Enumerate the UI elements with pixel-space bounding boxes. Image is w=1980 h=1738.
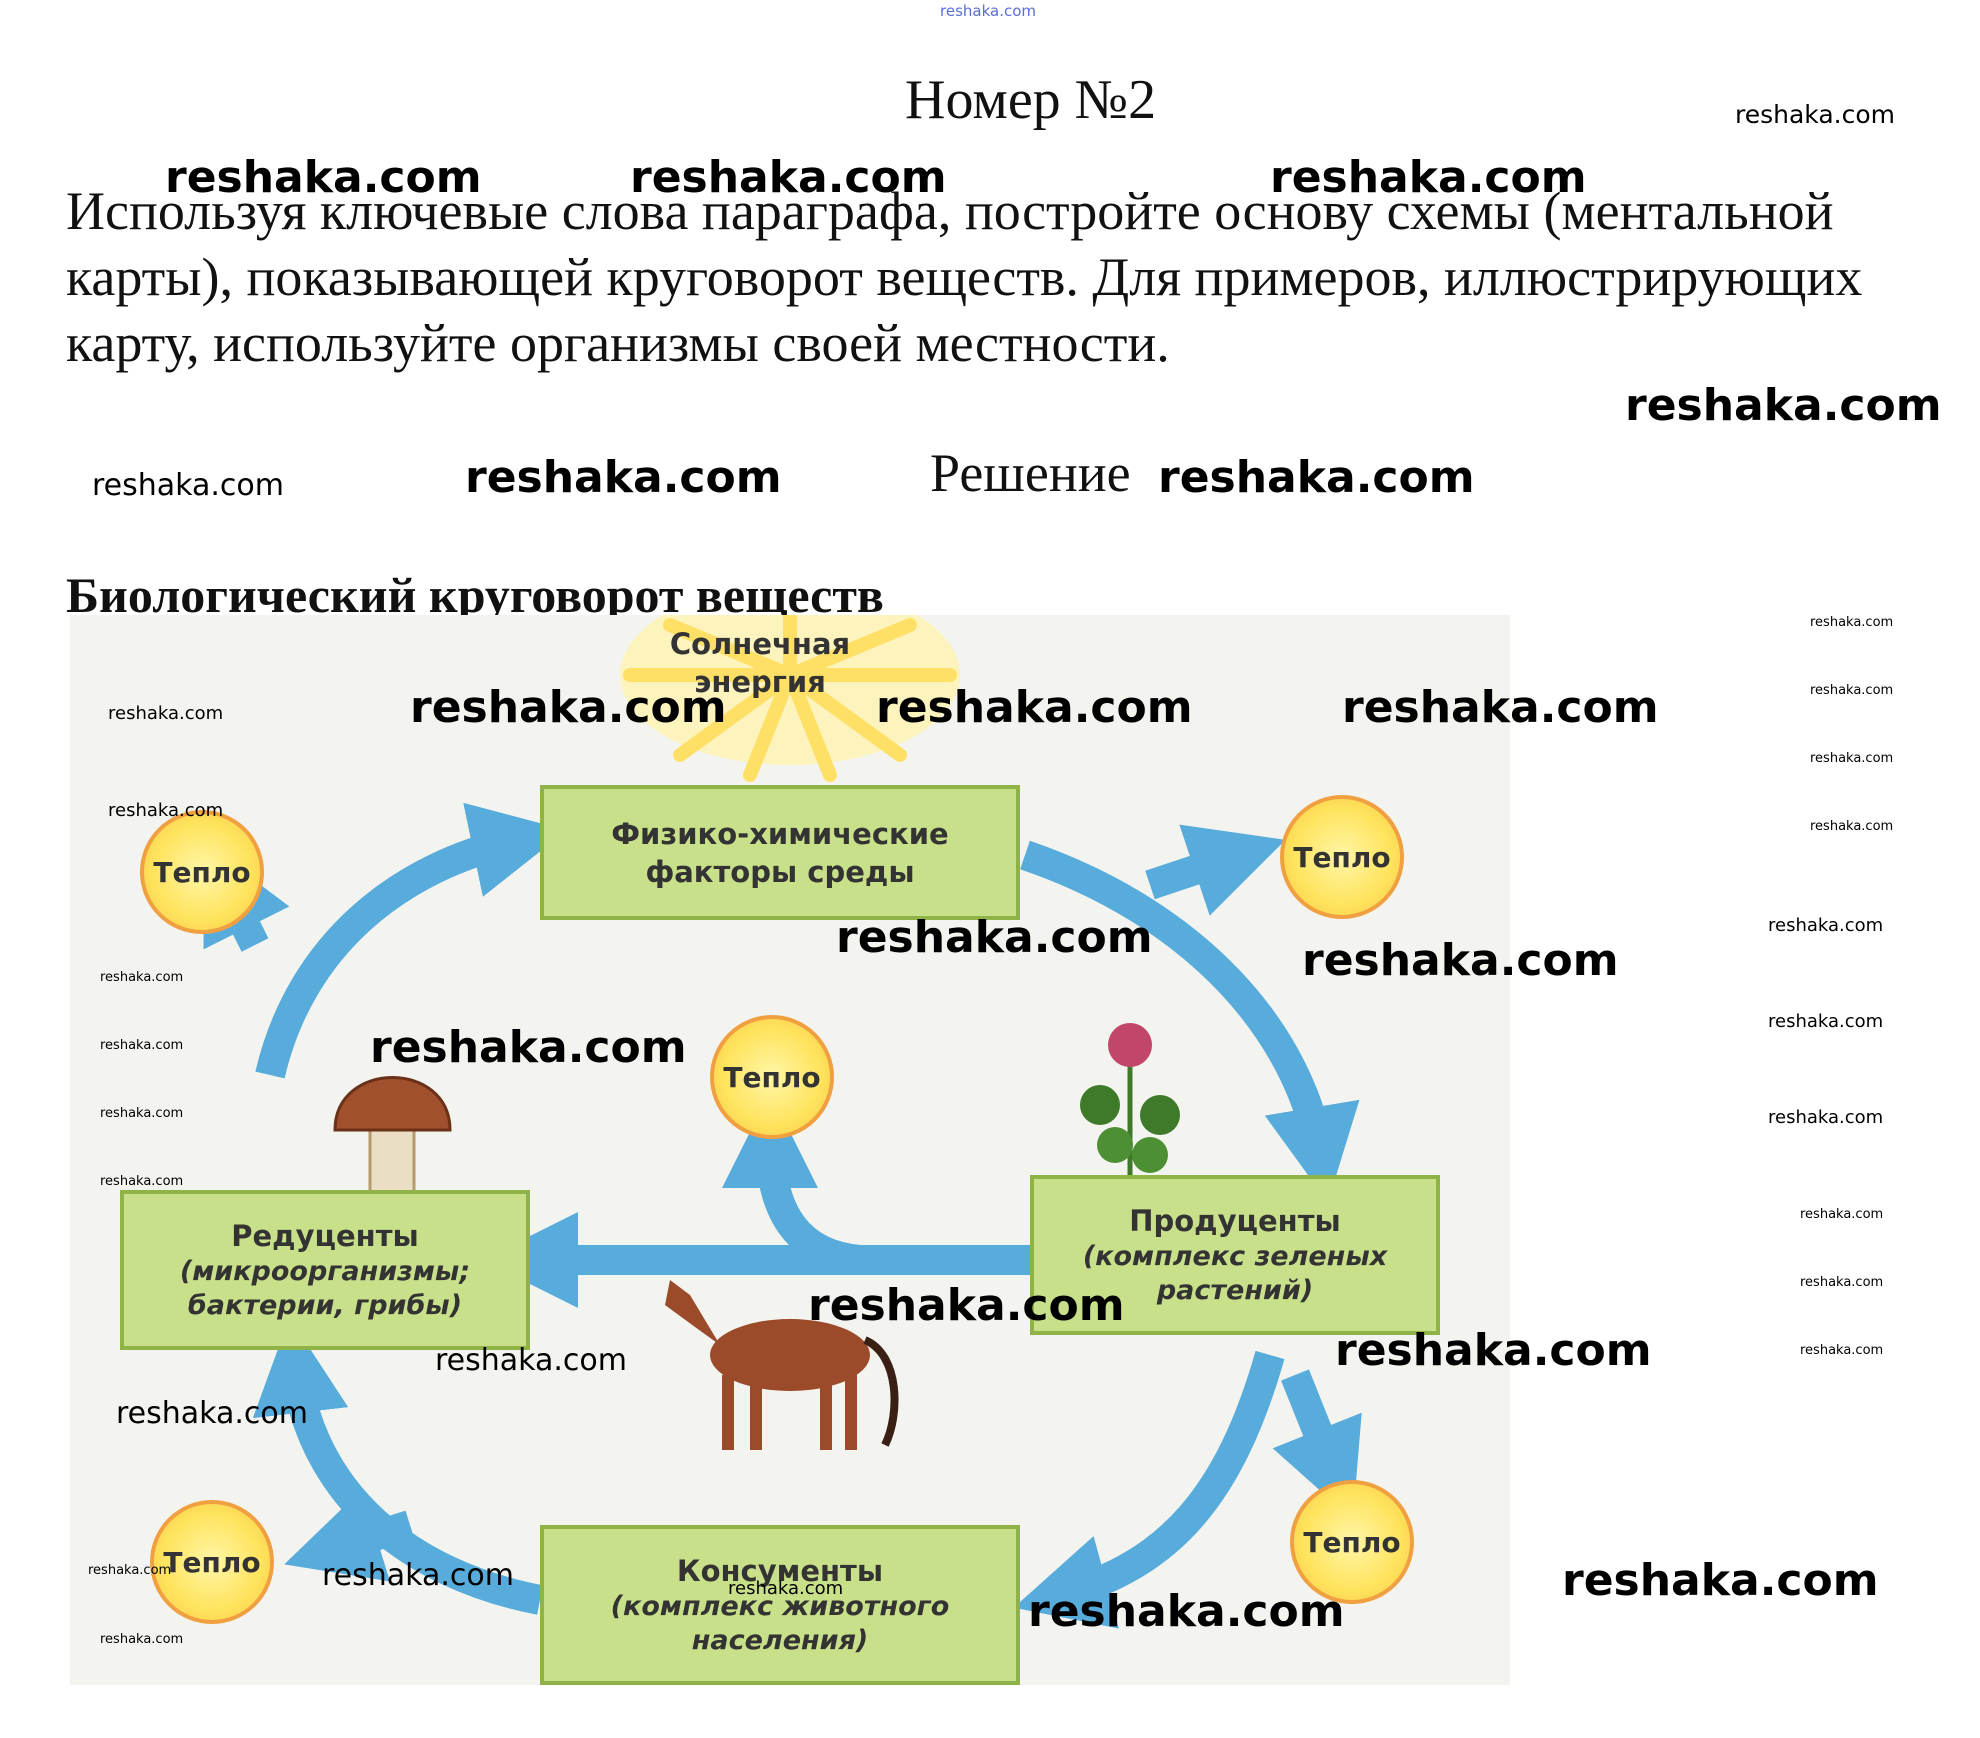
- watermark: reshaka.com: [100, 1038, 183, 1053]
- watermark: reshaka.com: [100, 1174, 183, 1189]
- arrow-to-heat-center: [770, 1140, 860, 1260]
- watermark: reshaka.com: [322, 1558, 514, 1593]
- watermark: reshaka.com: [92, 468, 284, 503]
- watermark: reshaka.com: [1270, 152, 1587, 203]
- watermark: reshaka.com: [1810, 751, 1893, 766]
- watermark: reshaka.com: [1028, 1586, 1345, 1637]
- watermark: reshaka.com: [410, 682, 727, 733]
- watermark: reshaka.com: [1810, 615, 1893, 630]
- cycle-diagram: Солнечная энергия Физико-химические факт…: [70, 615, 1510, 1685]
- heat-circle-bottom-left: Тепло: [150, 1500, 274, 1624]
- watermark: reshaka.com: [728, 1578, 843, 1599]
- watermark: reshaka.com: [1768, 915, 1883, 936]
- reducers-box: Редуценты (микроорганизмы; бактерии, гри…: [120, 1190, 530, 1350]
- watermark: reshaka.com: [1800, 1207, 1883, 1222]
- watermark: reshaka.com: [1800, 1275, 1883, 1290]
- watermark: reshaka.com: [808, 1280, 1125, 1331]
- physchem-factors-label: Физико-химические факторы среды: [600, 815, 960, 891]
- watermark: reshaka.com: [1768, 1011, 1883, 1032]
- watermark: reshaka.com: [116, 1396, 308, 1431]
- watermark: reshaka.com: [1768, 1107, 1883, 1128]
- consumers-subtitle: (комплекс животного населения): [605, 1590, 955, 1658]
- producers-title: Продуценты: [1129, 1202, 1341, 1240]
- watermark: reshaka.com: [88, 1563, 171, 1578]
- heat-circle-center: Тепло: [710, 1015, 834, 1139]
- task-text: Используя ключевые слова параграфа, пост…: [66, 178, 1936, 376]
- arrow-to-heat-right-top: [1150, 855, 1240, 885]
- watermark: reshaka.com: [1302, 935, 1619, 986]
- watermark: reshaka.com: [108, 703, 223, 724]
- watermark: reshaka.com: [1625, 380, 1942, 431]
- reducers-title: Редуценты: [231, 1217, 418, 1255]
- watermark: reshaka.com: [1342, 682, 1659, 733]
- arrow-producers-to-consumers: [1060, 1355, 1270, 1595]
- reducers-subtitle: (микроорганизмы; бактерии, грибы): [165, 1255, 485, 1323]
- watermark: reshaka.com: [165, 152, 482, 203]
- consumers-box: Консументы (комплекс животного населения…: [540, 1525, 1020, 1685]
- watermark: reshaka.com: [108, 800, 223, 821]
- mushroom-icon: [335, 1078, 450, 1206]
- watermark: reshaka.com: [630, 152, 947, 203]
- solution-label: Решение: [930, 442, 1131, 504]
- watermark: reshaka.com: [370, 1022, 687, 1073]
- watermark: reshaka.com: [100, 1632, 183, 1647]
- watermark: reshaka.com: [1562, 1555, 1879, 1606]
- watermark: reshaka.com: [1735, 100, 1895, 129]
- watermark: reshaka.com: [1158, 452, 1475, 503]
- watermark: reshaka.com: [1800, 1343, 1883, 1358]
- top-watermark: reshaka.com: [940, 2, 1036, 20]
- watermark: reshaka.com: [1335, 1325, 1652, 1376]
- clover-icon: [1080, 1023, 1180, 1175]
- heat-circle-right-top: Тепло: [1280, 795, 1404, 919]
- watermark: reshaka.com: [1810, 683, 1893, 698]
- heat-circle-left-top: Тепло: [140, 810, 264, 934]
- watermark: reshaka.com: [100, 1106, 183, 1121]
- watermark: reshaka.com: [435, 1343, 627, 1378]
- physchem-factors-box: Физико-химические факторы среды: [540, 785, 1020, 920]
- watermark: reshaka.com: [836, 912, 1153, 963]
- watermark: reshaka.com: [876, 682, 1193, 733]
- watermark: reshaka.com: [465, 452, 782, 503]
- watermark: reshaka.com: [100, 970, 183, 985]
- page-title: Номер №2: [905, 68, 1156, 132]
- arrow-to-heat-bottom-right: [1295, 1375, 1335, 1475]
- watermark: reshaka.com: [1810, 819, 1893, 834]
